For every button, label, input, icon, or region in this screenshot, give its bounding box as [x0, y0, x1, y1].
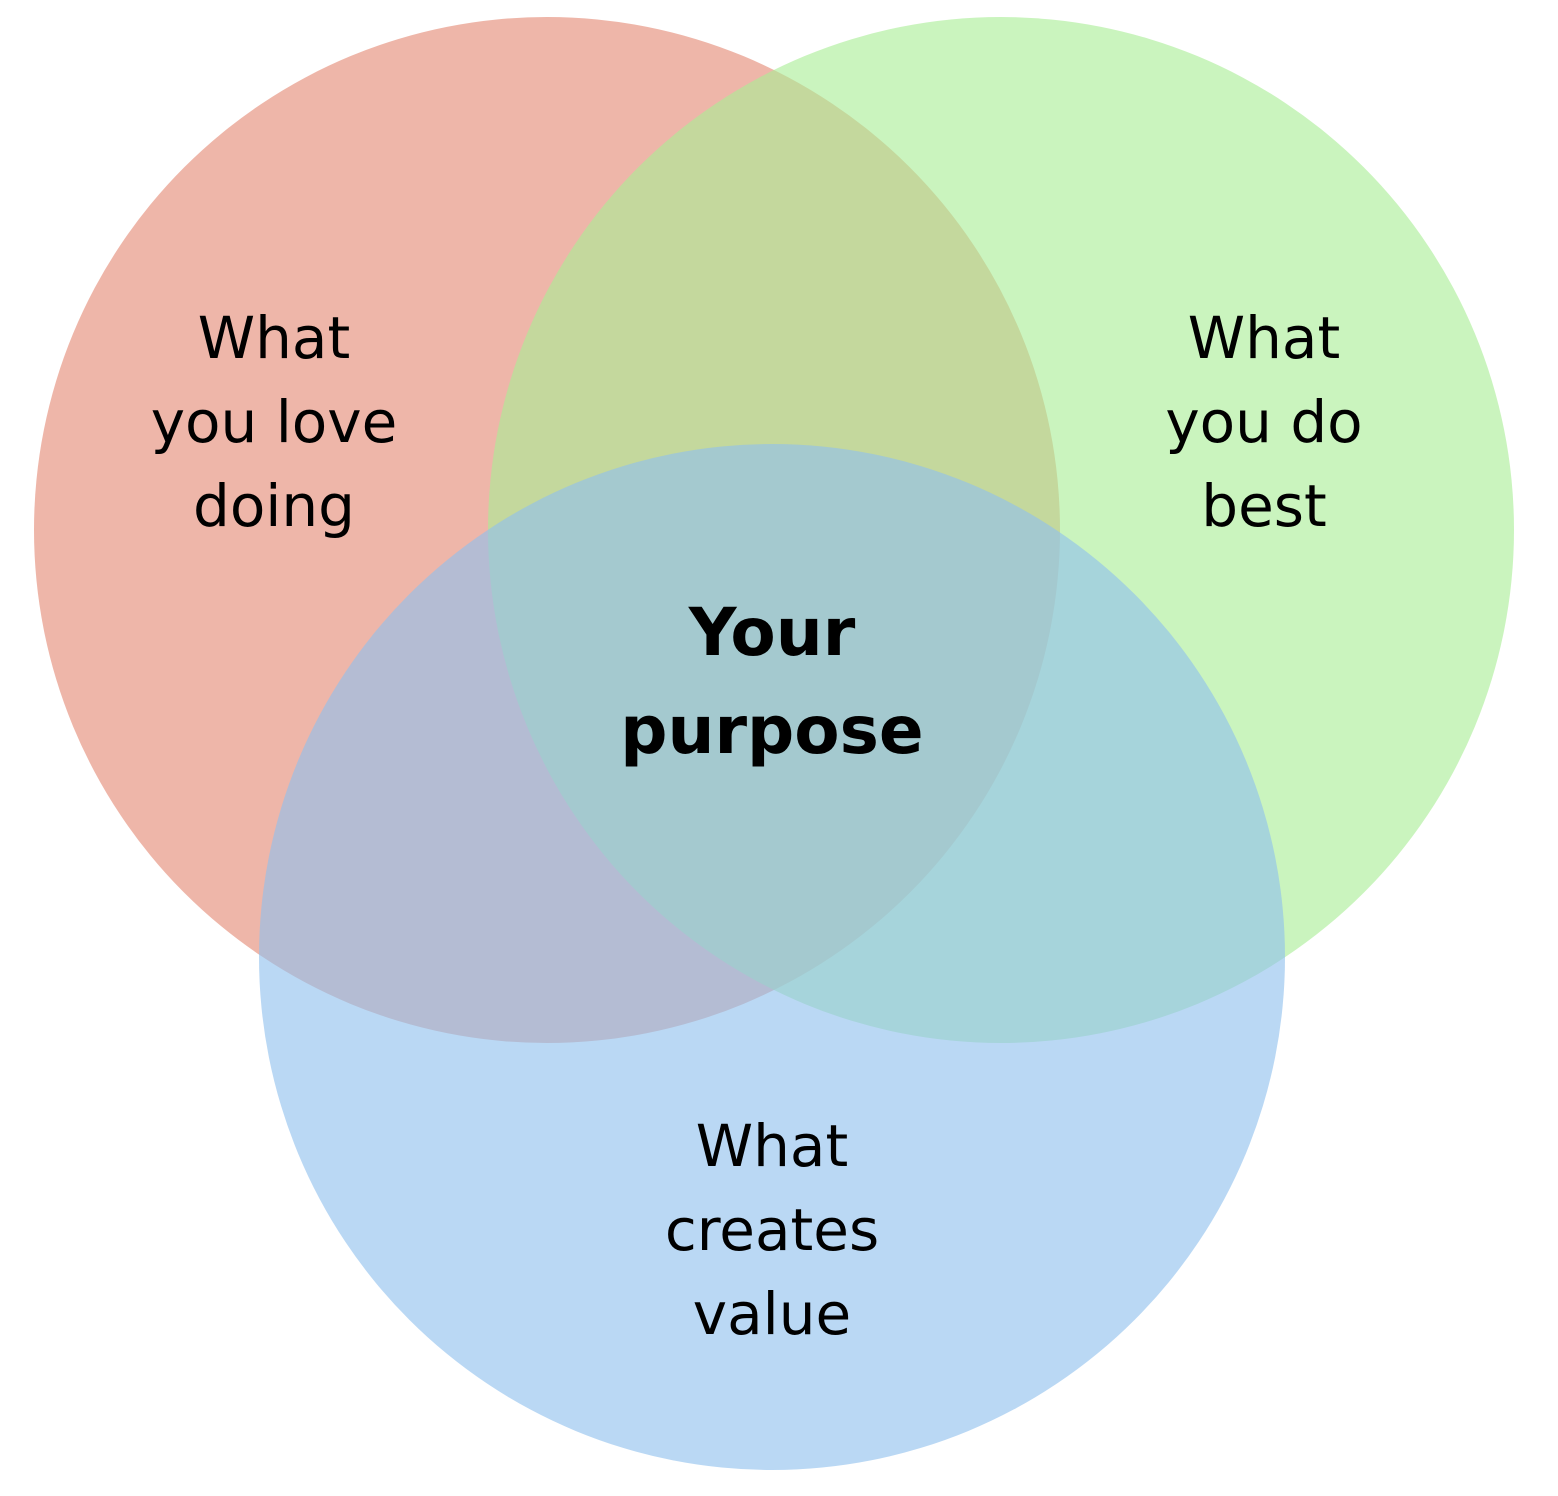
label-line: creates: [664, 1196, 880, 1264]
label-line: What: [1187, 304, 1341, 372]
label-your-purpose: Your purpose: [572, 584, 972, 780]
center-label-line: purpose: [620, 692, 924, 769]
label-what-you-do-best: What you do best: [1114, 296, 1414, 548]
label-line: best: [1201, 472, 1327, 540]
label-what-you-love-doing: What you love doing: [124, 296, 424, 548]
label-line: you do: [1165, 388, 1363, 456]
center-label-line: Your: [688, 594, 856, 671]
circle-what-creates-value: [259, 444, 1285, 1470]
label-line: What: [695, 1112, 849, 1180]
label-line: doing: [193, 472, 355, 540]
label-what-creates-value: What creates value: [622, 1104, 922, 1356]
label-line: What: [197, 304, 351, 372]
label-line: value: [692, 1280, 852, 1348]
label-line: you love: [150, 388, 398, 456]
